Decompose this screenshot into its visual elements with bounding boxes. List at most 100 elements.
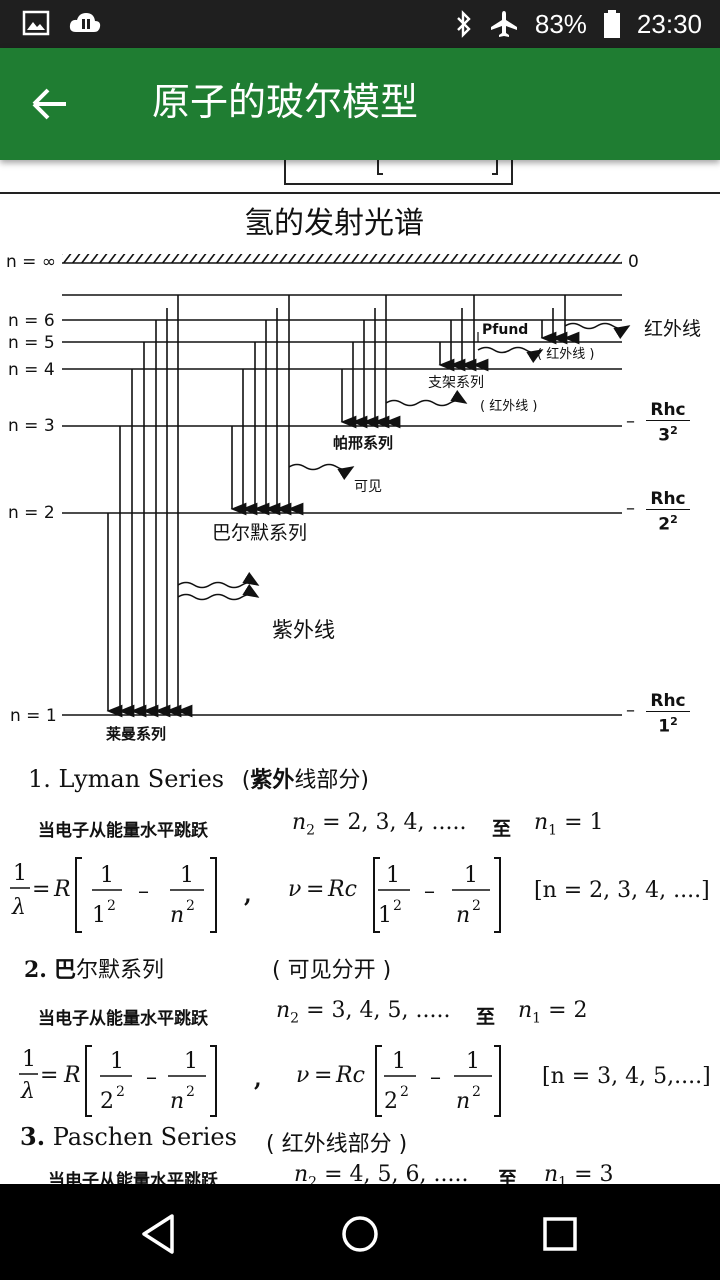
svg-text:1: 1 [92, 903, 106, 928]
article-content[interactable]: 氢的发射光谱 [0, 160, 720, 1184]
bluetooth-icon [457, 10, 471, 38]
svg-text:2: 2 [472, 1084, 481, 1100]
ir-pfund-label: ( 红外线 ) [537, 347, 595, 362]
paschen-paren: ( 红外线部分 ) [266, 1132, 408, 1157]
svg-text:λ: λ [20, 1079, 35, 1104]
level-label-infinity: n = ∞ [6, 252, 56, 272]
svg-text:2: 2 [384, 1089, 398, 1114]
lyman-heading: 1. Lyman Series (紫外线部分) [28, 765, 369, 793]
paschen-condition: 当电子从能量水平跳跃 [48, 1171, 218, 1184]
level-zero-label: 0 [628, 252, 639, 272]
paschen-label: 帕邢系列 [333, 434, 394, 452]
lyman-range: [n = 2, 3, 4, ....] [534, 878, 710, 903]
balmer-paren: ( 可见分开 ) [272, 958, 392, 983]
svg-text:ν: ν [288, 877, 301, 902]
svg-text:2: 2 [107, 898, 116, 914]
nav-recents-icon[interactable] [532, 1206, 588, 1262]
svg-text:1: 1 [180, 863, 194, 888]
svg-text:2: 2 [186, 898, 195, 914]
svg-text:R: R [53, 877, 71, 902]
nav-home-icon[interactable] [332, 1206, 388, 1262]
ir-paschen-label: ( 红外线 ) [480, 399, 538, 414]
brackett-arrows [438, 295, 489, 372]
svg-text:R: R [63, 1063, 81, 1088]
svg-text:1: 1 [22, 1047, 36, 1072]
lyman-arrows [106, 295, 193, 718]
level-label-5: n = 5 [8, 333, 55, 353]
level-label-2: n = 2 [8, 503, 55, 523]
brackett-label: 支架系列 [428, 375, 484, 391]
level-label-3: n = 3 [8, 416, 55, 436]
svg-text:2: 2 [100, 1089, 114, 1114]
paschen-n1: n1 = 3 [544, 1162, 614, 1184]
balmer-arrows [230, 295, 304, 516]
lyman-label: 莱曼系列 [106, 725, 167, 743]
svg-text:Rc: Rc [335, 1063, 365, 1088]
svg-text:=: = [40, 1063, 58, 1088]
nav-back-icon[interactable] [132, 1206, 188, 1262]
level-label-6: n = 6 [8, 311, 55, 331]
energy-level-diagram [62, 254, 631, 718]
svg-text:ν: ν [296, 1063, 309, 1088]
pfund-arrows [540, 295, 580, 345]
visible-label: 可见 [354, 479, 382, 495]
svg-text:2: 2 [116, 1084, 125, 1100]
svg-text:1: 1 [110, 1049, 124, 1074]
balmer-range: [n = 3, 4, 5,....] [542, 1064, 711, 1089]
svg-text:n: n [456, 903, 470, 928]
svg-text:2: 2 [400, 1084, 409, 1100]
svg-text:1: 1 [378, 903, 392, 928]
level-label-4: n = 4 [8, 360, 55, 380]
svg-text:2: 2 [393, 898, 402, 914]
balmer-label: 巴尔默系列 [212, 522, 308, 544]
back-arrow-icon[interactable] [30, 84, 78, 124]
energy-minus-3: – [626, 411, 635, 432]
svg-text:1: 1 [386, 863, 400, 888]
page-title: 原子的玻尔模型 [152, 80, 419, 124]
clock: 23:30 [636, 8, 702, 39]
svg-text:1: 1 [466, 1049, 480, 1074]
diagram-heading: 氢的发射光谱 [244, 206, 424, 241]
lyman-to: 至 [492, 818, 512, 840]
svg-text:n: n [456, 1089, 470, 1114]
paschen-to: 至 [498, 1168, 518, 1184]
paschen-heading: 3. Paschen Series [20, 1122, 237, 1151]
svg-text:1: 1 [464, 863, 478, 888]
lyman-n1: n1 = 1 [534, 810, 604, 839]
svg-text:2: 2 [472, 898, 481, 914]
balmer-to: 至 [476, 1006, 496, 1028]
battery-percent: 83% [534, 8, 587, 39]
svg-text:1: 1 [13, 861, 27, 886]
cloud-notification-icon [69, 13, 101, 32]
energy-frac-3: Rhc 32 [646, 400, 690, 446]
app-bar: 原子的玻尔模型 [0, 48, 720, 160]
balmer-condition: 当电子从能量水平跳跃 [38, 1009, 208, 1029]
lyman-condition: 当电子从能量水平跳跃 [38, 821, 208, 841]
status-bar: 83% 23:30 [0, 0, 720, 48]
battery-icon [603, 10, 620, 38]
svg-text:n: n [170, 1089, 184, 1114]
svg-text:,: , [254, 1066, 262, 1092]
pfund-label: Pfund [482, 322, 529, 338]
energy-frac-1: Rhc 12 [646, 691, 690, 737]
svg-text:n: n [170, 903, 184, 928]
airplane-mode-icon [490, 11, 517, 37]
navigation-bar [0, 1184, 720, 1280]
lyman-n2: n2 = 2, 3, 4, ..... [292, 810, 467, 839]
previous-formula-fragment [0, 160, 720, 194]
svg-text:–: – [146, 1065, 157, 1090]
energy-minus-1: – [626, 700, 635, 721]
balmer-n1: n1 = 2 [518, 998, 588, 1027]
svg-text:1: 1 [392, 1049, 406, 1074]
uv-label: 紫外线 [272, 618, 335, 642]
svg-text:=: = [314, 1063, 332, 1088]
svg-text:λ: λ [11, 895, 26, 920]
ir-top-label: 红外线 [644, 318, 702, 340]
svg-text:–: – [138, 879, 149, 904]
emission-waves [177, 322, 631, 601]
svg-text:=: = [306, 877, 324, 902]
paschen-arrows [340, 295, 401, 429]
energy-minus-2: – [626, 498, 635, 519]
